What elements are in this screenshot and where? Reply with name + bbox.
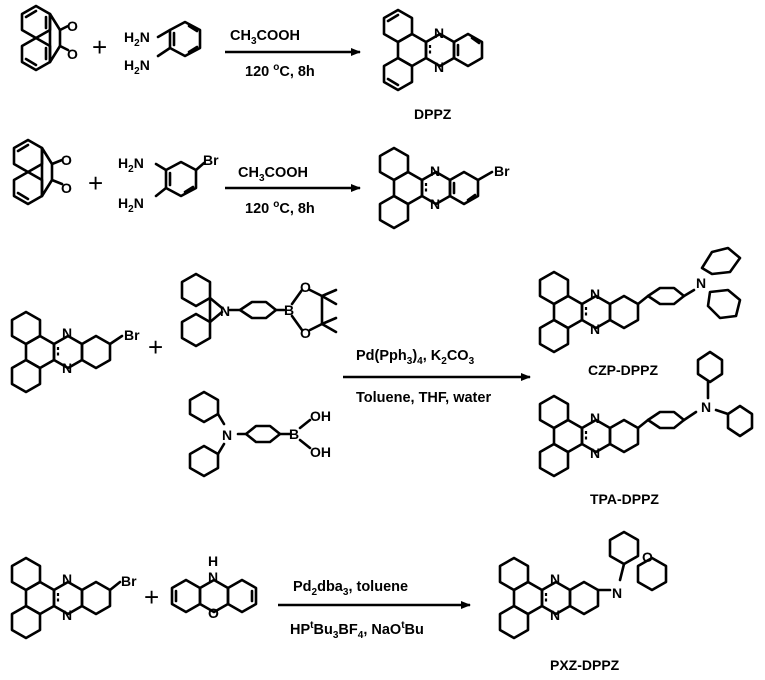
nh-label: H	[208, 553, 218, 569]
condition-label: 120 oC, 8h	[245, 62, 315, 80]
oxygen-atom-label: O	[300, 325, 311, 341]
nitrogen-atom-label: N	[430, 196, 440, 212]
phenanthrenequinone-2	[12, 138, 64, 206]
nitrogen-atom-label: N	[208, 569, 218, 585]
product-name: TPA-DPPZ	[590, 491, 659, 507]
product-name: CZP-DPPZ	[588, 362, 658, 378]
triphenylamine-boronic-acid	[188, 390, 312, 478]
reagent-label: Pd2dba3, toluene	[293, 579, 408, 598]
nitrogen-atom-label: N	[550, 571, 560, 587]
amine-label: H2N	[118, 155, 144, 175]
oxygen-atom-label: O	[61, 180, 72, 196]
bromo-o-phenylenediamine	[154, 160, 206, 198]
plus-sign: +	[148, 332, 163, 362]
condition-label: 120 oC, 8h	[245, 199, 315, 217]
bromine-label: Br	[203, 152, 219, 168]
nitrogen-atom-label: N	[434, 25, 444, 41]
reagent-label: CH3COOH	[230, 28, 300, 47]
nitrogen-atom-label: N	[62, 607, 72, 623]
hydroxyl-label: OH	[310, 444, 331, 460]
product-name: PXZ-DPPZ	[550, 657, 620, 673]
phenoxazine	[170, 578, 258, 614]
bromine-label: Br	[121, 573, 137, 589]
plus-sign: +	[144, 582, 159, 612]
bromine-label: Br	[494, 163, 510, 179]
product-name: DPPZ	[414, 106, 452, 122]
oxygen-atom-label: O	[642, 549, 653, 565]
boron-label: B	[289, 426, 299, 442]
pxz-dppz-product	[498, 530, 668, 640]
nitrogen-atom-label: N	[696, 275, 706, 291]
oxygen-atom-label: O	[300, 279, 311, 295]
dppz-product	[382, 8, 484, 92]
oxygen-atom-label: O	[208, 605, 219, 621]
nitrogen-atom-label: N	[590, 410, 600, 426]
nitrogen-atom-label: N	[222, 427, 232, 443]
amine-label: H2N	[124, 29, 150, 49]
amine-label: H2N	[118, 195, 144, 215]
plus-sign: +	[88, 168, 103, 198]
bromo-dppz-reactant	[10, 556, 122, 640]
nitrogen-atom-label: N	[701, 399, 711, 415]
hydroxyl-label: OH	[310, 408, 331, 424]
o-phenylenediamine	[156, 20, 202, 58]
reagent-label: CH3COOH	[238, 165, 308, 184]
phenanthrenequinone-1	[20, 4, 70, 72]
oxygen-atom-label: O	[67, 18, 78, 34]
nitrogen-atom-label: N	[62, 325, 72, 341]
reagent-label: Pd(Pph3)4, K2CO3	[356, 348, 475, 367]
amine-label: H2N	[124, 57, 150, 77]
nitrogen-atom-label: N	[62, 360, 72, 376]
bromo-dppz-reactant	[10, 310, 124, 394]
carbazolylphenyl-boronic-ester	[180, 272, 338, 348]
oxygen-atom-label: O	[61, 152, 72, 168]
nitrogen-atom-label: N	[62, 571, 72, 587]
tpa-dppz-product	[538, 350, 754, 478]
nitrogen-atom-label: N	[430, 163, 440, 179]
boron-label: B	[284, 302, 294, 318]
nitrogen-atom-label: N	[434, 59, 444, 75]
nitrogen-atom-label: N	[590, 286, 600, 302]
bromo-dppz-product	[378, 146, 494, 230]
nitrogen-atom-label: N	[590, 321, 600, 337]
condition-label: HPtBu3BF4, NaOtBu	[290, 620, 424, 641]
bromine-label: Br	[124, 327, 140, 343]
nitrogen-atom-label: N	[590, 445, 600, 461]
nitrogen-atom-label: N	[220, 303, 230, 319]
nitrogen-atom-label: N	[550, 607, 560, 623]
nitrogen-atom-label: N	[612, 585, 622, 601]
czp-dppz-product	[538, 246, 742, 354]
oxygen-atom-label: O	[67, 46, 78, 62]
plus-sign: +	[92, 32, 107, 62]
condition-label: Toluene, THF, water	[356, 390, 491, 406]
